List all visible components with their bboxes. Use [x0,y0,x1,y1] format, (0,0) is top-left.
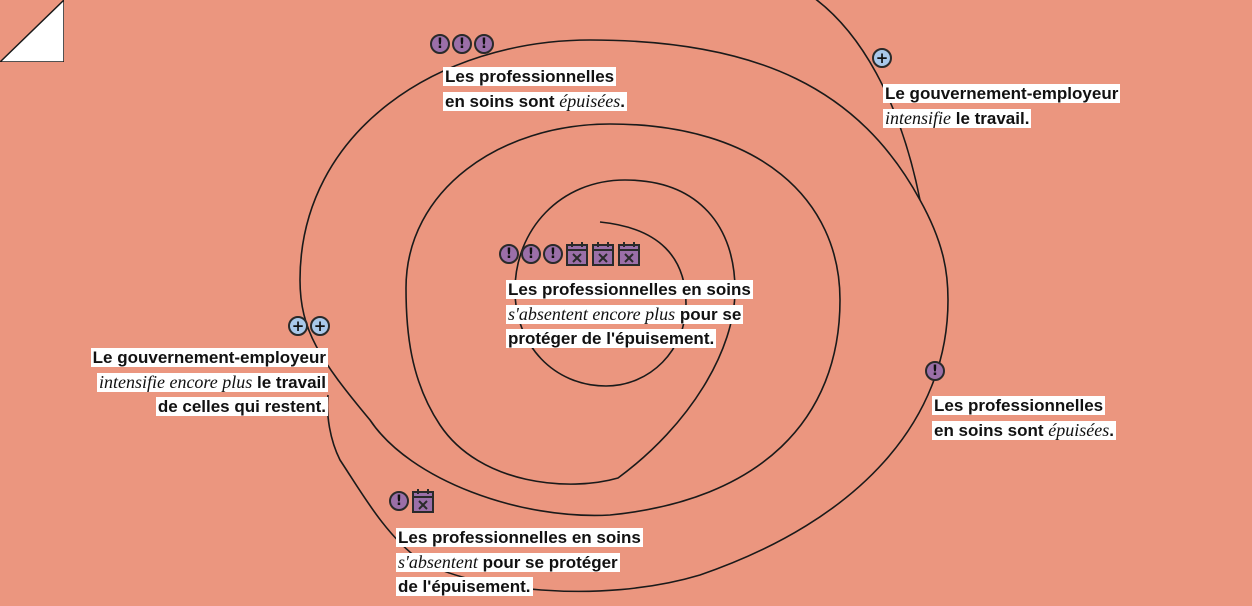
emphasis-text: épuisées [559,91,621,111]
plain-text: . [1109,421,1115,440]
icon-group-bottom: ! [389,488,435,514]
label-line-text: Le gouvernement-employeur [90,348,328,367]
calendar-x-icon [591,241,615,267]
label-line-text: s'absentent encore plus pour se [506,304,744,324]
exclamation-icon: ! [430,34,450,54]
icon-group-right: ! [925,361,945,381]
plain-text: le travail. [951,109,1030,128]
emphasis-text: s'absentent encore plus [508,304,676,324]
plain-text: en soins sont [934,421,1049,440]
label-line: en soins sont épuisées. [932,418,1117,443]
label-line-text: intensifie le travail. [883,108,1032,128]
label-center: Les professionnelles en soins s'absentent… [506,278,753,351]
label-line: s'absentent pour se protéger [396,550,643,575]
exclamation-icon: ! [452,34,472,54]
label-line: de celles qui restent. [66,395,328,419]
emphasis-text: intensifie [885,108,951,128]
label-line-text: intensifie encore plus le travail [96,372,328,392]
calendar-x-icon [411,488,435,514]
exclamation-icon: ! [925,361,945,381]
plain-text: Les professionnelles en soins [508,280,751,299]
calendar-x-icon [565,241,589,267]
plain-text: . [620,92,626,111]
label-line: en soins sont épuisées. [443,89,628,114]
plus-icon: + [872,48,892,68]
emphasis-text: épuisées [1048,420,1110,440]
plain-text: Les professionnelles [445,67,615,86]
exclamation-icon: ! [521,244,541,264]
icon-group-top: !!! [430,34,494,54]
label-line: Les professionnelles [932,394,1116,418]
plain-text: Les professionnelles [934,396,1104,415]
label-line: de l'épuisement. [396,575,643,599]
label-line: protéger de l'épuisement. [506,327,753,351]
label-right: Les professionnelles en soins sont épuisé… [932,394,1117,443]
exclamation-icon: ! [543,244,563,264]
plain-text: Le gouvernement-employeur [885,84,1119,103]
label-bottom: Les professionnelles en soins s'absentent… [396,526,643,599]
plain-text: Le gouvernement-employeur [92,348,326,367]
label-left: Le gouvernement-employeur intensifie enco… [66,346,328,419]
label-line-text: en soins sont épuisées. [443,91,628,111]
spiral-path [299,39,949,593]
label-line: s'absentent encore plus pour se [506,302,753,327]
label-top: Les professionnelles en soins sont épuisé… [443,65,628,114]
plain-text: protéger de l'épuisement. [508,329,715,348]
label-line-text: Les professionnelles en soins [396,528,643,547]
label-line-text: Les professionnelles [932,396,1106,415]
label-line: intensifie le travail. [883,106,1120,131]
label-line-text: en soins sont épuisées. [932,420,1117,440]
icon-group-left: ++ [288,316,330,336]
emphasis-text: intensifie encore plus [98,372,253,392]
plain-text: Les professionnelles en soins [398,528,641,547]
label-top-right: Le gouvernement-employeur intensifie le t… [883,82,1121,131]
icon-group-top-right: + [872,48,892,68]
label-line-text: Les professionnelles en soins [506,280,753,299]
icon-group-center: !!! [499,241,641,267]
label-line-text: protéger de l'épuisement. [506,329,717,348]
plain-text: pour se [675,305,742,324]
label-line: Les professionnelles [443,65,627,89]
plain-text: pour se protéger [477,553,618,572]
plain-text: de celles qui restent. [157,397,326,416]
label-line-text: de celles qui restent. [155,397,328,416]
plain-text: en soins sont [445,92,560,111]
plus-icon: + [288,316,308,336]
label-line: Le gouvernement-employeur [66,346,328,370]
plain-text: le travail [252,373,326,392]
emphasis-text: s'absentent [398,552,478,572]
label-line-text: de l'épuisement. [396,577,533,596]
exclamation-icon: ! [389,491,409,511]
exclamation-icon: ! [499,244,519,264]
plain-text: de l'épuisement. [398,577,531,596]
plus-icon: + [310,316,330,336]
label-line-text: s'absentent pour se protéger [396,552,620,572]
page-fold-corner [0,0,64,62]
label-line: Les professionnelles en soins [506,278,753,302]
calendar-x-icon [617,241,641,267]
label-line: Le gouvernement-employeur [883,82,1121,106]
label-line-text: Le gouvernement-employeur [883,84,1121,103]
spiral-outer-arc [815,0,921,201]
label-line: intensifie encore plus le travail [66,370,328,395]
exclamation-icon: ! [474,34,494,54]
label-line: Les professionnelles en soins [396,526,643,550]
label-line-text: Les professionnelles [443,67,617,86]
